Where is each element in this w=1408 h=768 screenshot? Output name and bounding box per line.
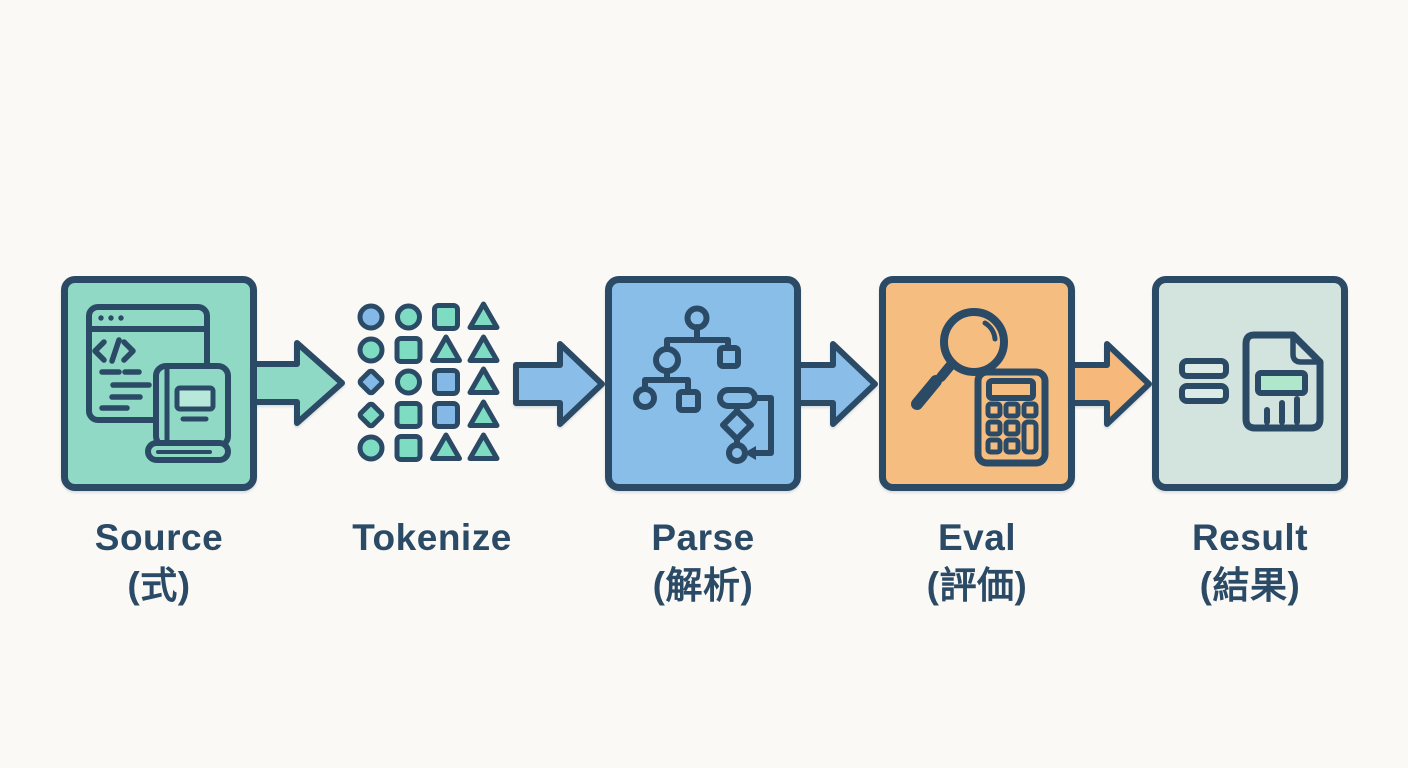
code-tag-icon (92, 337, 152, 411)
stage-label: Parse (651, 517, 755, 558)
stage-tokenize: Tokenize (334, 276, 530, 558)
magnifier-icon (911, 308, 1008, 410)
stage-source: Source (式) (61, 276, 257, 606)
token-triangle-icon (467, 432, 500, 461)
token-square-icon (432, 368, 460, 396)
token-circle-icon (357, 303, 385, 331)
token-triangle-icon (430, 432, 462, 461)
code-window-book-icon (86, 304, 231, 463)
token-diamond-icon (357, 401, 385, 429)
equals-document-icon (1179, 331, 1324, 432)
token-triangle-icon (467, 301, 500, 330)
flow-arrow-parse-eval (795, 341, 878, 427)
flowchart-loop-icon (717, 387, 774, 464)
token-square-icon (432, 401, 460, 429)
syntax-tree-icon (633, 305, 741, 413)
token-square-icon (394, 434, 423, 462)
token-triangle-icon (467, 366, 500, 395)
flow-arrow-tokenize-parse (513, 341, 605, 427)
token-circle-icon (357, 434, 385, 462)
stage-eval: Eval (評価) (879, 276, 1075, 606)
token-triangle-icon (467, 399, 500, 428)
token-triangle-icon (467, 334, 500, 363)
token-shapes-grid (357, 301, 500, 462)
stage-sublabel: (結果) (1199, 565, 1301, 606)
token-triangle-icon (430, 334, 462, 363)
stage-parse: Parse (解析) (605, 276, 801, 606)
stage-label: Result (1191, 517, 1309, 558)
stage-sublabel: (解析) (652, 565, 754, 606)
window-dots-icon (98, 315, 124, 321)
stage-result: Result (結果) (1152, 276, 1348, 606)
syntax-tree-flowchart-icon (633, 305, 774, 464)
stage-label: Eval (937, 517, 1017, 558)
token-circle-icon (395, 368, 422, 396)
magnifier-calculator-icon (911, 308, 1049, 467)
token-square-icon (432, 303, 460, 331)
token-diamond-icon (357, 368, 385, 396)
token-circle-icon (395, 303, 422, 331)
equals-icon (1179, 358, 1229, 404)
stage-label: Tokenize (352, 517, 512, 558)
flow-arrow-source-tokenize (251, 340, 345, 426)
calculator-icon (974, 368, 1049, 467)
token-square-icon (394, 401, 423, 429)
stage-label: Source (94, 517, 224, 558)
token-square-icon (394, 336, 423, 364)
token-circle-icon (357, 336, 385, 364)
book-icon (145, 363, 231, 463)
stage-sublabel: (評価) (926, 565, 1028, 606)
flow-arrow-eval-result (1069, 341, 1152, 427)
document-icon (1242, 331, 1324, 432)
stage-sublabel: (式) (127, 565, 191, 606)
